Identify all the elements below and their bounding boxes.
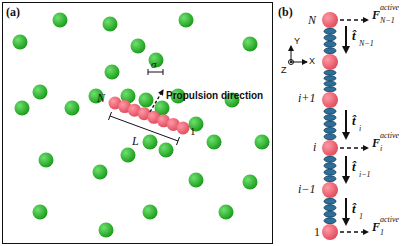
force-symbol: F — [372, 221, 380, 233]
tangent-arrow — [345, 26, 347, 224]
subscript: N−1 — [359, 40, 374, 48]
solvent-particle — [243, 175, 258, 190]
spring-coil — [324, 121, 336, 127]
solvent-particle — [255, 135, 270, 150]
solvent-particle — [15, 101, 30, 116]
chain-bead — [322, 12, 338, 240]
axis-label: Y — [294, 37, 300, 46]
tangent-symbol: t̂ — [352, 114, 356, 127]
panel-frame — [3, 3, 273, 244]
force-symbol: F — [372, 9, 380, 21]
axis-label: Z — [281, 66, 287, 75]
bead-index: N — [97, 92, 105, 104]
spring-coil — [324, 108, 336, 114]
spring-coil — [324, 156, 336, 162]
subscript: 1 — [380, 229, 384, 237]
spring-coil — [324, 35, 336, 41]
bead-index: i−1 — [298, 183, 315, 195]
spring-coil — [324, 87, 336, 92]
spring-coil — [324, 218, 336, 224]
solvent-particles — [13, 13, 270, 238]
chain-bead — [322, 12, 338, 28]
spring-coil — [324, 70, 336, 75]
solvent-particle — [33, 85, 48, 100]
solvent-particle — [131, 39, 146, 54]
subscript: 1 — [359, 213, 363, 221]
spring-coil — [324, 81, 336, 86]
propulsion-arrow — [150, 90, 163, 112]
spring-coil — [324, 28, 336, 34]
axes-symbol — [289, 46, 308, 65]
subscript: i−1 — [359, 171, 371, 179]
solvent-particle — [159, 143, 174, 158]
solvent-particle — [139, 93, 154, 108]
solvent-particle — [189, 173, 204, 188]
axis-label: X — [309, 57, 315, 66]
spring-coil — [324, 205, 336, 211]
solvent-particle — [219, 205, 234, 220]
bead-index: N — [308, 14, 316, 26]
spring-coil — [324, 48, 336, 54]
annotation: Propulsion direction — [166, 91, 263, 101]
superscript: active — [380, 4, 399, 12]
chain-bead — [322, 54, 338, 70]
tangent-symbol: t̂ — [352, 29, 356, 42]
spring-coil — [324, 128, 336, 134]
solvent-particle — [207, 135, 222, 150]
diameter-symbol: σ — [151, 59, 156, 70]
panel-label: (a) — [6, 6, 20, 18]
active-force-arrow — [340, 20, 368, 232]
bead-index: 1 — [314, 226, 320, 238]
subscript: N−1 — [380, 17, 395, 25]
subscript: i — [359, 125, 361, 133]
bead-index: 1 — [190, 126, 196, 137]
spring-coil — [324, 134, 336, 140]
solvent-particle — [143, 205, 158, 220]
chain-bead — [177, 122, 190, 135]
solvent-particle — [103, 17, 118, 32]
tangent-symbol: t̂ — [352, 202, 356, 215]
solvent-particle — [179, 13, 194, 28]
tangent-symbol: t̂ — [352, 160, 356, 173]
solvent-particle — [13, 35, 28, 50]
superscript: active — [380, 132, 399, 140]
length-symbol: L — [132, 135, 139, 147]
chain-bead — [322, 140, 338, 156]
active-chain — [109, 97, 190, 135]
solvent-particle — [53, 13, 68, 28]
chain-bead — [322, 92, 338, 108]
spring-coil — [324, 76, 336, 81]
spring-coil — [324, 176, 336, 182]
superscript: active — [380, 216, 399, 224]
spring-coil — [324, 115, 336, 121]
spring-coil — [324, 211, 336, 217]
chain-bead — [322, 182, 338, 198]
solvent-particle — [39, 153, 54, 168]
force-symbol: F — [372, 137, 380, 149]
solvent-particle — [93, 165, 108, 180]
spring-coil — [324, 163, 336, 169]
chain-bead — [322, 224, 338, 240]
solvent-particle — [243, 37, 258, 52]
solvent-particle — [143, 135, 158, 150]
solvent-particle — [65, 101, 80, 116]
panel-label: (b) — [278, 6, 293, 18]
spring-coil — [324, 169, 336, 175]
bead-index: i — [313, 141, 316, 153]
spring-coil — [324, 41, 336, 47]
length-bracket — [109, 112, 180, 145]
spring-coil — [324, 198, 336, 204]
solvent-particle — [105, 65, 120, 80]
solvent-particle — [121, 148, 136, 163]
subscript: i — [380, 145, 382, 153]
solvent-particle — [33, 205, 48, 220]
solvent-particle — [99, 223, 114, 238]
bead-index: i+1 — [298, 92, 315, 104]
